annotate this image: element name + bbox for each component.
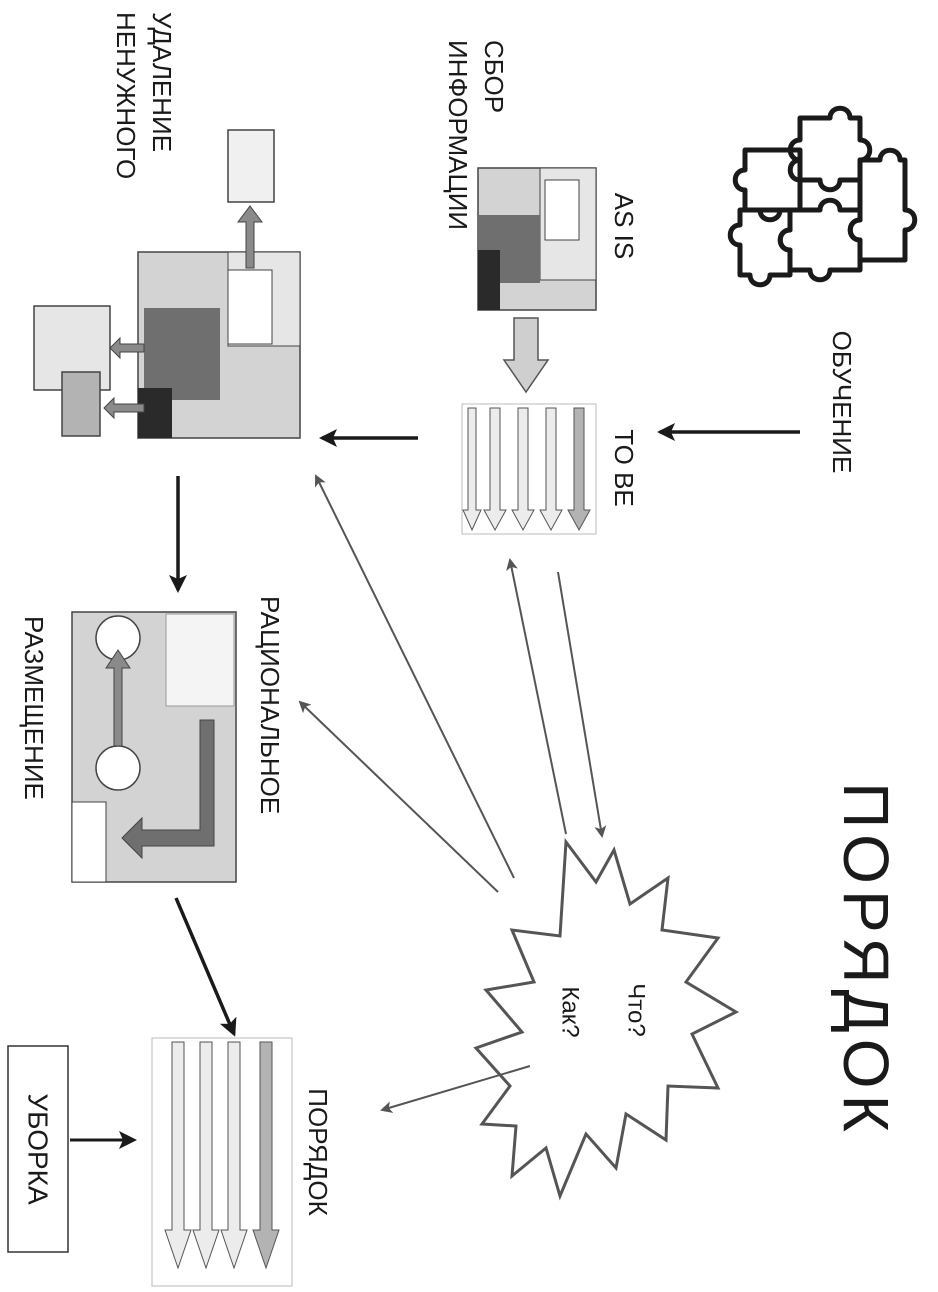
removal-figure — [34, 130, 300, 438]
placement-label-line2: РАЗМЕЩЕНИЕ — [19, 616, 49, 800]
as-is-label: AS IS — [609, 193, 639, 259]
what-label: Что? — [623, 983, 650, 1036]
info-gathering-label-line1: СБОР — [479, 40, 509, 113]
removal-label-line2: НЕНУЖНОГО — [111, 12, 141, 179]
arrow-star-to-placement — [300, 702, 498, 892]
order-figure — [152, 1038, 292, 1286]
puzzle-icon — [730, 108, 915, 285]
cleaning-label: УБОРКА — [23, 1093, 54, 1205]
arrow-asis-to-tobe — [504, 318, 548, 392]
removal-label-line1: УДАЛЕНИЕ — [147, 12, 177, 152]
starburst-shape — [476, 842, 736, 1196]
to-be-figure — [462, 404, 596, 534]
how-label: Как? — [557, 986, 584, 1037]
to-be-label: TO BE — [609, 429, 639, 507]
placement-label-line1: РАЦИОНАЛЬНОЕ — [255, 596, 285, 814]
arrow-star-to-tobe — [510, 560, 566, 834]
as-is-figure — [478, 168, 596, 310]
training-label: ОБУЧЕНИЕ — [827, 331, 857, 474]
order-label: ПОРЯДОК — [303, 1088, 333, 1215]
arrow-placement-to-order — [176, 898, 234, 1034]
placement-figure — [72, 612, 236, 882]
page-title: ПОРЯДОК — [830, 782, 902, 1138]
arrow-star-to-removal — [316, 476, 514, 878]
arrow-tobe-to-star — [558, 572, 602, 836]
info-gathering-label-line2: ИНФОРМАЦИИ — [443, 40, 473, 230]
